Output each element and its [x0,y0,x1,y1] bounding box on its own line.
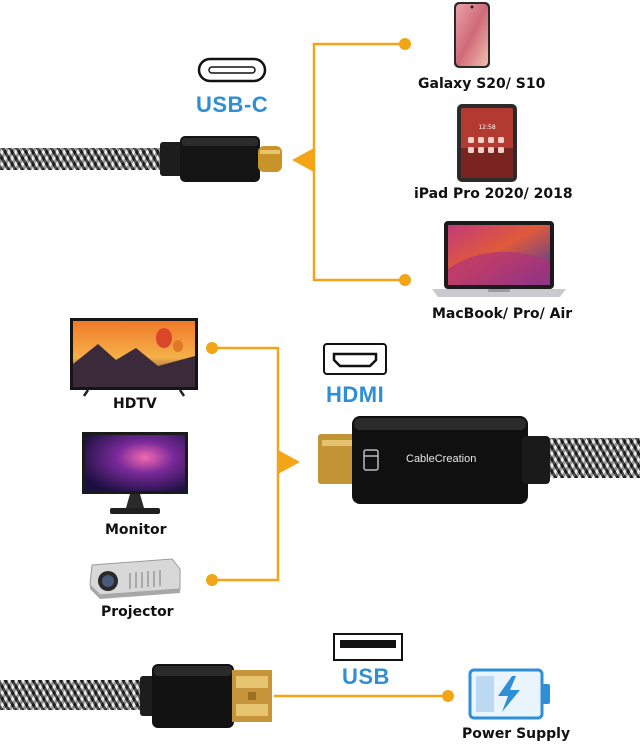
source-label-laptop: MacBook/ Pro/ Air [432,306,573,322]
hdmi-brand-text: CableCreation [406,453,477,465]
projector-icon [89,558,181,599]
hdmi-plug [318,416,550,504]
tv-icon [70,318,198,397]
display-label-projector: Projector [101,604,174,620]
phone-icon [454,2,490,68]
usb-port-icon [333,633,403,661]
usb-c-port-icon [197,57,267,83]
power-supply-label: Power Supply [462,726,571,742]
usb-c-cable [0,148,170,170]
battery-charging-icon [468,668,550,720]
usb-c-plug [160,136,282,182]
display-label-tv: HDTV [113,396,157,412]
laptop-icon [432,221,566,297]
hdmi-port-icon [323,343,387,375]
monitor-icon [82,432,188,514]
svg-text:12:58: 12:58 [478,124,495,131]
tablet-icon: 12:58 [457,104,517,182]
usb-label: USB [342,664,390,689]
usb-plug [140,664,272,728]
display-label-monitor: Monitor [105,522,167,538]
usb-cable [0,680,150,710]
source-label-phone: Galaxy S20/ S10 [418,76,546,92]
hdmi-cable [540,438,640,478]
source-label-tablet: iPad Pro 2020/ 2018 [414,186,573,202]
hdmi-label: HDMI [326,382,385,407]
usb-c-label: USB-C [196,92,269,117]
